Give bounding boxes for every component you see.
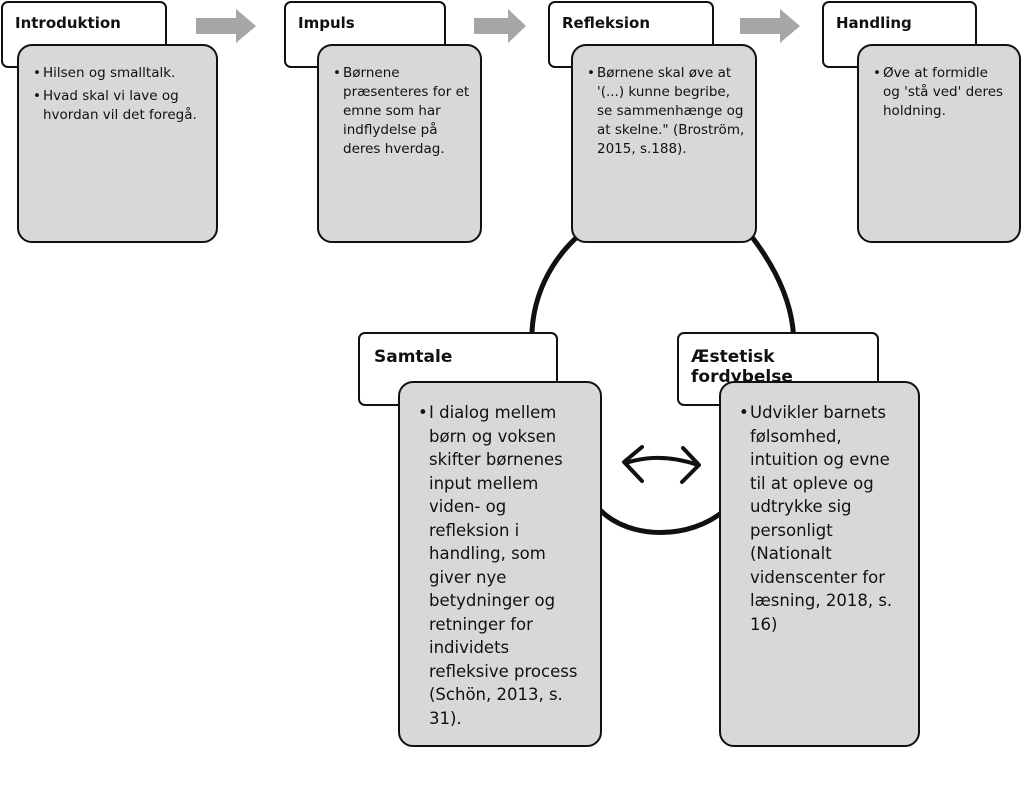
step-title-text: Handling	[836, 14, 912, 32]
step-title-text: Refleksion	[562, 14, 651, 32]
step-refleksion-body: Børnene skal øve at '(...) kunne begribe…	[571, 44, 757, 243]
process-arrow-icon-2	[474, 9, 526, 43]
bullet-item: Børnene præsenteres for et emne som har …	[333, 64, 470, 159]
step-title-text: Impuls	[298, 14, 355, 32]
step-introduktion-body: Hilsen og smalltalk. Hvad skal vi lave o…	[17, 44, 218, 243]
process-arrow-icon-1	[196, 9, 256, 43]
samtale-title-text: Samtale	[374, 347, 453, 367]
bullet-item: Hvad skal vi lave og hvordan vil det for…	[33, 87, 206, 125]
step-handling-body: Øve at formidle og 'stå ved' deres holdn…	[857, 44, 1021, 243]
double-headed-arrow-icon	[622, 445, 701, 484]
step-title-text: Introduktion	[15, 14, 121, 32]
bullet-item: I dialog mellem børn og voksen skifter b…	[418, 401, 588, 730]
step-impuls-body: Børnene præsenteres for et emne som har …	[317, 44, 482, 243]
bullet-item: Øve at formidle og 'stå ved' deres holdn…	[873, 64, 1009, 121]
aestetisk-fordybelse-body: Udvikler barnets følsomhed, intuition og…	[719, 381, 920, 747]
samtale-body: I dialog mellem børn og voksen skifter b…	[398, 381, 602, 747]
process-arrow-icon-3	[740, 9, 800, 43]
bullet-item: Udvikler barnets følsomhed, intuition og…	[739, 401, 906, 636]
bullet-item: Børnene skal øve at '(...) kunne begribe…	[587, 64, 745, 159]
bullet-item: Hilsen og smalltalk.	[33, 64, 206, 83]
